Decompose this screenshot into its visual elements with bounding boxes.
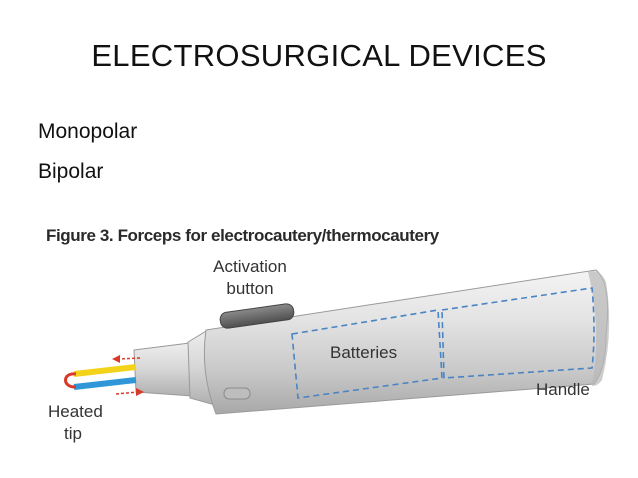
label-heated: Heated xyxy=(48,402,103,421)
wire-yellow xyxy=(73,364,137,377)
forceps-figure: Figure 3. Forceps for electrocautery/the… xyxy=(40,222,620,470)
rear-cap xyxy=(588,271,610,386)
label-handle: Handle xyxy=(536,380,590,399)
side-slot xyxy=(223,387,251,400)
label-button: button xyxy=(226,279,274,298)
activation-button xyxy=(219,303,295,329)
wire-blue xyxy=(73,377,137,390)
battery-outline-rear xyxy=(441,287,595,379)
bullet-bipolar: Bipolar xyxy=(38,160,104,183)
figure-caption: Figure 3. Forceps for electrocautery/the… xyxy=(46,226,439,245)
battery-outline-front xyxy=(291,309,443,399)
label-batteries: Batteries xyxy=(330,343,398,362)
arrow-left-head xyxy=(112,355,120,363)
label-activation: Activation xyxy=(213,257,287,276)
forceps-illustration xyxy=(64,269,610,415)
bullet-monopolar: Monopolar xyxy=(38,120,138,143)
slide-title: ELECTROSURGICAL DEVICES xyxy=(91,38,547,73)
arrow-right-head xyxy=(136,388,144,396)
arrow-right xyxy=(115,391,139,395)
arrow-left xyxy=(117,357,141,360)
heated-tip-icon xyxy=(64,372,77,389)
label-tip: tip xyxy=(64,424,82,443)
nozzle xyxy=(133,342,193,397)
